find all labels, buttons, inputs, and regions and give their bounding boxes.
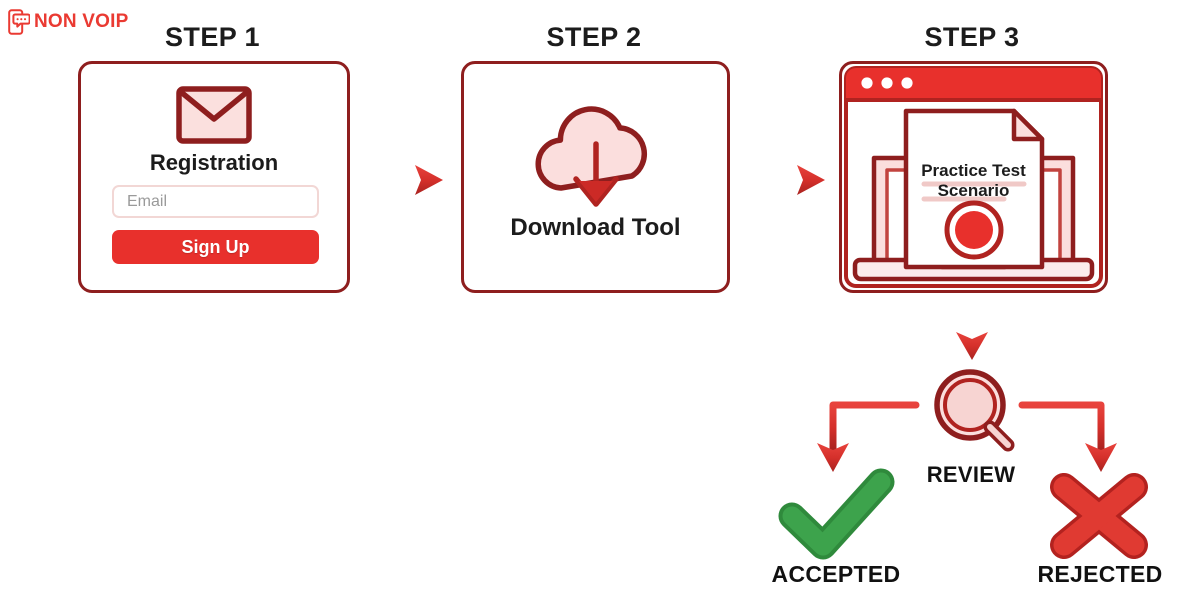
envelope-icon xyxy=(176,86,252,149)
step-1-title: STEP 1 xyxy=(165,22,260,52)
review-label: REVIEW xyxy=(926,462,1016,487)
step-1-card: Registration Email Sign Up xyxy=(78,61,350,293)
red-cross-icon xyxy=(1050,473,1148,559)
arrow-step3-review xyxy=(956,298,988,360)
step-2-card: Download Tool xyxy=(461,61,730,293)
step-2-title: STEP 2 xyxy=(546,22,642,52)
email-input[interactable]: Email xyxy=(112,185,319,218)
sign-up-button[interactable]: Sign Up xyxy=(112,230,319,264)
practice-test-doc-title-line2: Scenario xyxy=(937,181,1010,200)
registration-heading: Registration xyxy=(149,150,279,175)
green-check-icon xyxy=(778,468,895,560)
email-placeholder: Email xyxy=(127,192,168,210)
step-3-card: Practice Test Scenario xyxy=(839,61,1108,293)
arrow-step1-step2 xyxy=(362,165,443,195)
practice-test-doc-title-line1: Practice Test xyxy=(921,161,1026,180)
magnifying-glass-icon xyxy=(934,369,1015,452)
phone-chat-icon xyxy=(8,9,31,35)
browser-laptop-icon xyxy=(842,64,1105,295)
arrow-step2-step3 xyxy=(744,165,825,195)
cloud-download-icon xyxy=(520,96,672,221)
brand-logo: NON VOIP xyxy=(8,9,129,35)
download-tool-caption: Download Tool xyxy=(510,214,681,241)
brand-name: NON VOIP xyxy=(34,11,129,32)
accepted-label: ACCEPTED xyxy=(771,561,901,587)
step-3-title: STEP 3 xyxy=(924,22,1020,52)
rejected-label: REJECTED xyxy=(1037,561,1163,587)
